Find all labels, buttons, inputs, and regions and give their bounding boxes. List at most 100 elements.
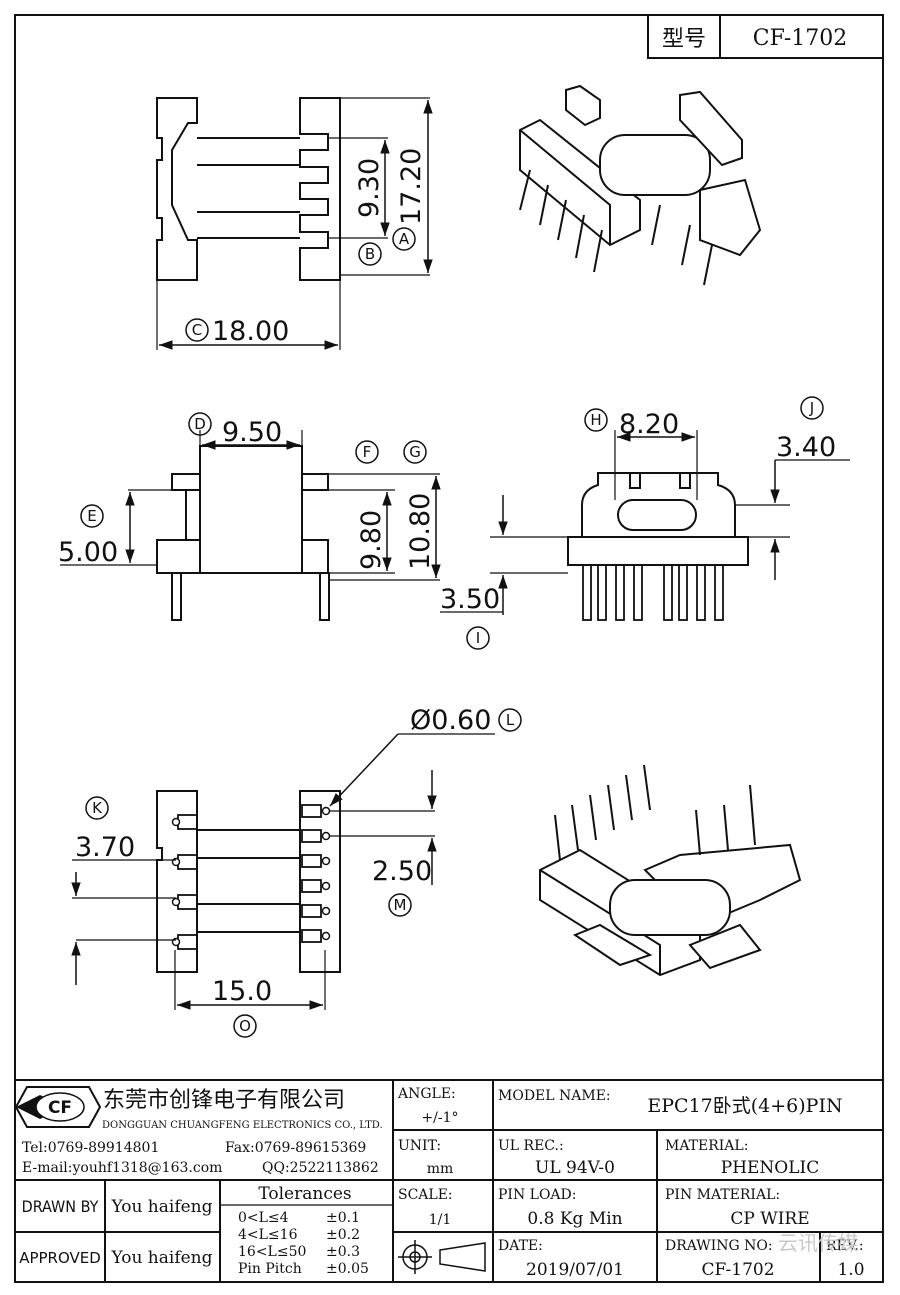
date-value: 2019/07/01 (526, 1260, 624, 1280)
tolerance-value: ±0.05 (326, 1261, 369, 1277)
sheet-border (14, 14, 884, 1283)
tolerance-value: ±0.1 (326, 1210, 360, 1226)
svg-text:G: G (409, 443, 421, 461)
dim-K-value: 3.70 (75, 832, 135, 863)
angle-value: +/-1° (421, 1110, 458, 1126)
tolerance-range: Pin Pitch (238, 1261, 302, 1277)
tolerances-title: Tolerances (258, 1184, 351, 1204)
svg-text:I: I (476, 629, 480, 647)
bottom-view (71, 733, 495, 1010)
dim-C-value: 18.00 (212, 316, 289, 347)
svg-text:J: J (809, 399, 814, 417)
dim-O-value: 15.0 (212, 976, 272, 1007)
drawn-by-value: You haifeng (110, 1197, 212, 1217)
iso-view-bottom (539, 764, 802, 977)
marker-O: O (233, 1014, 257, 1038)
drawing-no-value: CF-1702 (701, 1260, 774, 1280)
dim-D-value: 9.50 (222, 417, 282, 448)
svg-text:O: O (239, 1017, 251, 1035)
svg-text:CF: CF (48, 1098, 72, 1118)
side-view (60, 430, 441, 621)
dim-E-value: 5.00 (58, 537, 118, 568)
svg-text:L: L (506, 711, 515, 729)
dim-H-value: 8.20 (619, 409, 679, 440)
svg-text:B: B (365, 245, 375, 263)
marker-L: L (498, 708, 522, 732)
title-block-grid (15, 1079, 883, 1282)
drawn-by-label: DRAWN BY (22, 1197, 99, 1216)
material-value: PHENOLIC (721, 1158, 820, 1178)
company-qq: QQ:2522113862 (262, 1160, 379, 1176)
svg-text:D: D (194, 415, 206, 433)
marker-B: B (358, 242, 382, 266)
svg-text:C: C (192, 321, 202, 339)
marker-H: H (584, 408, 608, 432)
pin-material-value: CP WIRE (730, 1209, 809, 1229)
marker-K: K (85, 796, 109, 820)
marker-J: J (800, 396, 824, 420)
dim-F-value: 9.80 (356, 510, 387, 570)
dim-M-value: 2.50 (372, 856, 432, 887)
iso-view-top (519, 84, 762, 286)
dim-I-value: 3.50 (440, 584, 500, 615)
ul-label: UL REC.: (498, 1138, 564, 1154)
tolerance-range: 16<L≤50 (238, 1244, 306, 1260)
watermark: 云讯传媒 (778, 1231, 858, 1255)
svg-text:H: H (590, 411, 601, 429)
material-label: MATERIAL: (665, 1138, 748, 1154)
approved-value: You haifeng (110, 1248, 212, 1268)
pin-load-label: PIN LOAD: (498, 1187, 576, 1203)
company-email: E-mail:youhf1318@163.com (22, 1160, 222, 1176)
header-model-box: 型号 CF-1702 (647, 14, 884, 59)
date-label: DATE: (498, 1238, 543, 1254)
approved-label: APPROVED (19, 1249, 101, 1267)
company-logo: CF (14, 1086, 102, 1128)
drawing-no-label: DRAWING NO: (665, 1238, 773, 1254)
unit-value: mm (427, 1161, 454, 1177)
tolerance-value: ±0.2 (326, 1227, 360, 1243)
tolerance-value: ±0.3 (326, 1244, 360, 1260)
marker-F: F (355, 440, 379, 464)
marker-D: D (188, 412, 212, 436)
model-name-value: EPC17卧式(4+6)PIN (647, 1095, 842, 1117)
rev-value: 1.0 (837, 1260, 864, 1280)
marker-A: A (392, 227, 416, 251)
model-code: CF-1702 (753, 26, 848, 51)
company-name-en: DONGGUAN CHUANGFENG ELECTRONICS CO., LTD… (102, 1120, 383, 1131)
scale-label: SCALE: (398, 1187, 453, 1203)
svg-text:F: F (363, 443, 372, 461)
company-tel: Tel:0769-89914801 (22, 1140, 159, 1156)
marker-I: I (466, 626, 490, 650)
svg-text:K: K (92, 799, 103, 817)
svg-text:M: M (394, 896, 407, 914)
rev-label: REV.: (826, 1238, 864, 1254)
dim-L-value: Ø0.60 (410, 705, 491, 736)
company-fax: Fax:0769-89615369 (225, 1140, 366, 1156)
marker-C: C (185, 318, 209, 342)
angle-label: ANGLE: (397, 1086, 456, 1102)
dim-G-value: 10.80 (405, 493, 436, 570)
unit-label: UNIT: (398, 1138, 441, 1154)
marker-E: E (80, 504, 104, 528)
dim-B-value: 9.30 (354, 158, 385, 218)
model-name-label: MODEL NAME: (498, 1088, 611, 1104)
company-name-cn: 东莞市创锋电子有限公司 (103, 1088, 345, 1113)
dim-J-value: 3.40 (776, 432, 836, 463)
scale-value: 1/1 (429, 1212, 452, 1228)
projection-symbol-icon (398, 1240, 486, 1274)
marker-G: G (403, 440, 427, 464)
svg-text:E: E (87, 507, 96, 525)
ul-value: UL 94V-0 (535, 1158, 615, 1178)
svg-text:A: A (399, 230, 410, 248)
model-label: 型号 (662, 27, 706, 52)
pin-material-label: PIN MATERIAL: (665, 1187, 780, 1203)
dim-A-value: 17.20 (396, 148, 427, 225)
top-view (156, 97, 433, 350)
marker-M: M (388, 893, 412, 917)
tolerance-range: 0<L≤4 (238, 1210, 289, 1226)
pin-load-value: 0.8 Kg Min (527, 1209, 622, 1229)
tolerance-range: 4<L≤16 (238, 1227, 298, 1243)
front-view (440, 430, 850, 621)
